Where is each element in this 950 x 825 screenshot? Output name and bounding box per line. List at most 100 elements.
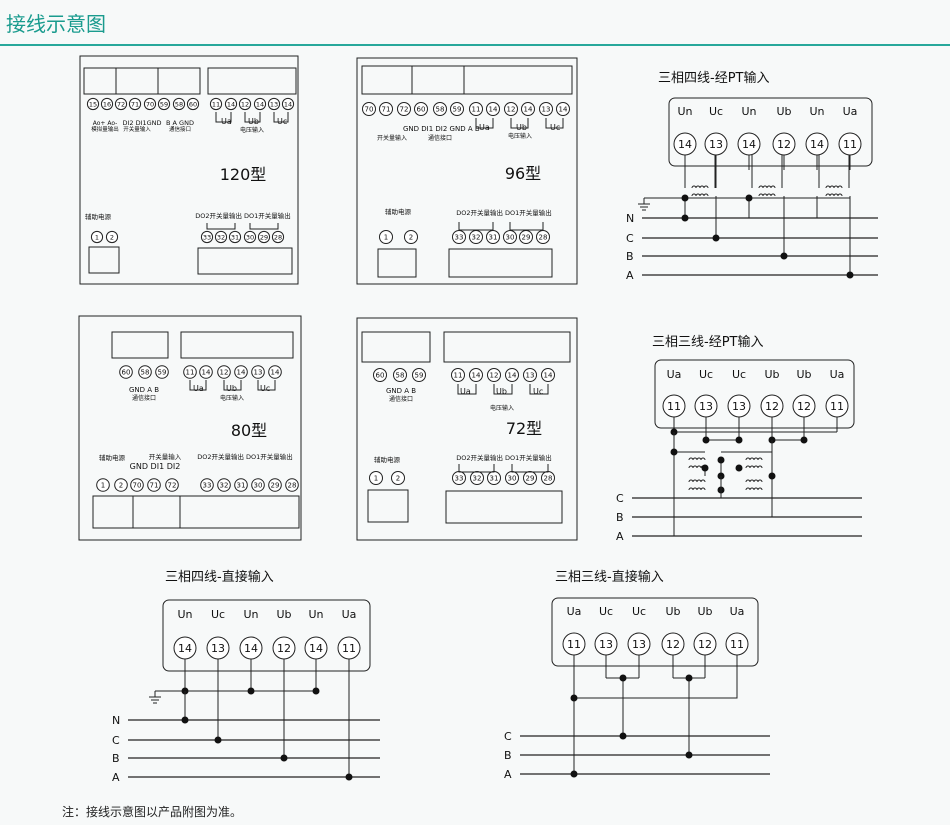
wiring-terminal-number: 13: [732, 400, 746, 413]
terminal-number: 31: [489, 234, 498, 242]
terminal-number: 1: [95, 233, 99, 241]
terminal-number: 14: [559, 106, 568, 114]
terminal-number: 14: [284, 100, 292, 108]
terminal-number: 29: [260, 233, 268, 241]
terminal-number: 14: [544, 372, 553, 380]
wiring-terminal-number: 11: [843, 138, 857, 151]
phase-label-N: N: [626, 212, 634, 225]
wiring-terminal-label: Uc: [732, 368, 746, 381]
terminal-number: 2: [409, 234, 413, 242]
terminal-circle: [251, 478, 265, 492]
terminal-bracket: [509, 222, 544, 231]
terminal-number: 58: [396, 372, 405, 380]
pt-coil: [825, 193, 843, 197]
wiring-terminal-label: Un: [677, 105, 692, 118]
pt-coil: [688, 479, 706, 483]
terminal-circle: [155, 365, 169, 379]
wiring-title-3: 三相四线-直接输入: [165, 569, 274, 585]
terminal-number: 14: [508, 372, 517, 380]
terminal-circle: [100, 97, 114, 111]
terminal-circle: [157, 97, 171, 111]
page-title: 接线示意图: [6, 12, 106, 36]
terminal-number: 14: [271, 369, 280, 377]
wiring-terminal-number: 13: [709, 138, 723, 151]
terminal-bracket: [458, 464, 495, 473]
terminal-bracket: [457, 384, 477, 395]
terminal-number: 30: [254, 482, 263, 490]
terminal-circle: [199, 365, 213, 379]
terminal-number: 71: [131, 100, 139, 108]
wiring-terminal-label: Uc: [599, 605, 613, 618]
pt-coil: [691, 185, 709, 189]
terminal-number: 14: [202, 369, 211, 377]
terminal-circle: [379, 102, 393, 116]
panel-72-display-left: [361, 331, 431, 363]
terminal-circle: [414, 102, 428, 116]
terminal-number: 32: [217, 233, 225, 241]
wiring-terminal-label: Ub: [796, 368, 811, 381]
wiring-terminal-number: 11: [730, 638, 744, 651]
wiring-terminal-label: Un: [741, 105, 756, 118]
junction-dot: [570, 694, 578, 702]
terminal-circle: [433, 102, 447, 116]
terminal-circle: [234, 365, 248, 379]
terminal-number: 29: [271, 482, 280, 490]
jumper: [705, 432, 740, 441]
terminal-circle: [271, 230, 285, 244]
terminal-circle: [172, 97, 186, 111]
terminal-number: 59: [453, 106, 462, 114]
wiring-terminal-number: 12: [797, 400, 811, 413]
terminal-circle: [391, 471, 405, 485]
junction-dot: [681, 194, 689, 202]
terminal-circle: [504, 102, 518, 116]
panel-72-display-right: [443, 331, 571, 363]
terminal-number: 28: [544, 475, 553, 483]
phase-label-A: A: [626, 269, 634, 282]
label-comm-sub: 通信接口: [169, 125, 191, 133]
terminal-number: 13: [254, 369, 263, 377]
terminal-circle: [200, 478, 214, 492]
wiring-terminal-number: 11: [667, 400, 681, 413]
terminal-number: 60: [122, 369, 131, 377]
terminal-number: 1: [101, 482, 105, 490]
pt-coil: [758, 185, 776, 189]
terminal-circle: [369, 471, 383, 485]
terminal-circle: [268, 478, 282, 492]
aux-box: [88, 246, 120, 274]
wiring-terminal-number: 13: [599, 638, 613, 651]
wiring-terminal-number: 11: [342, 642, 356, 655]
terminal-number: 15: [89, 100, 97, 108]
panel-80-display-left: [111, 331, 169, 359]
terminal-circle: [362, 102, 376, 116]
terminal-circle: [234, 478, 248, 492]
terminal-bracket: [189, 380, 207, 391]
terminal-number: 33: [203, 233, 211, 241]
terminal-number: 29: [526, 475, 535, 483]
label-aux: 辅助电源: [385, 207, 412, 216]
label-do: DO2开关量输出 DO1开关量输出: [197, 452, 293, 461]
bottom-box: [92, 495, 300, 529]
wiring-terminal-label: Un: [308, 608, 323, 621]
terminal-number: 31: [231, 233, 239, 241]
terminal-number: 13: [542, 106, 551, 114]
phase-label-B: B: [616, 511, 624, 524]
terminal-circle: [521, 102, 535, 116]
junction-dot: [670, 448, 678, 456]
terminal-circle: [539, 102, 553, 116]
do-box: [445, 490, 563, 524]
phase-label-C: C: [616, 492, 624, 505]
wiring-terminal-number: 12: [666, 638, 680, 651]
wiring-terminal-number: 14: [742, 138, 756, 151]
do-box: [197, 247, 293, 275]
junction-dot: [619, 732, 627, 740]
terminal-number: 72: [400, 106, 409, 114]
terminal-number: 28: [274, 233, 282, 241]
terminal-number: 70: [365, 106, 374, 114]
terminal-number: 11: [472, 106, 481, 114]
terminal-number: 30: [508, 475, 517, 483]
pt-coil: [745, 487, 763, 491]
wiring-terminal-number: 12: [765, 400, 779, 413]
meter-box-2: [654, 359, 855, 429]
wiring-terminal-label: Un: [809, 105, 824, 118]
terminal-circle: [397, 102, 411, 116]
